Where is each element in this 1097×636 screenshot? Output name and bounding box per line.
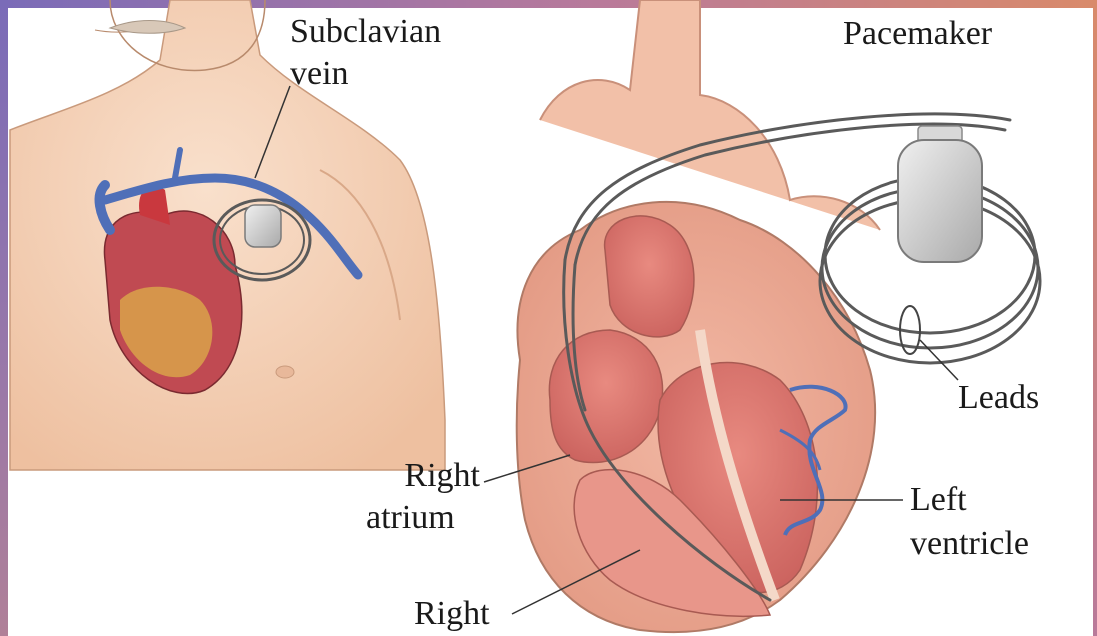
leads-label: Leads xyxy=(958,380,1039,416)
pacemaker-label: Pacemaker xyxy=(843,16,992,52)
subclavian-vein-label-line2: vein xyxy=(290,56,349,92)
torso xyxy=(10,0,445,470)
right-ventricle-label-line1: Right xyxy=(414,596,490,632)
right-atrium-label-line1: Right xyxy=(370,458,480,494)
left-ventricle-label-line1: Left xyxy=(910,482,967,518)
subclavian-vein-label-line1: Subclavian xyxy=(290,14,441,50)
left-ventricle-label-line2: ventricle xyxy=(910,526,1029,562)
right-atrium-label-line2: atrium xyxy=(366,500,455,536)
large-heart xyxy=(517,0,880,632)
